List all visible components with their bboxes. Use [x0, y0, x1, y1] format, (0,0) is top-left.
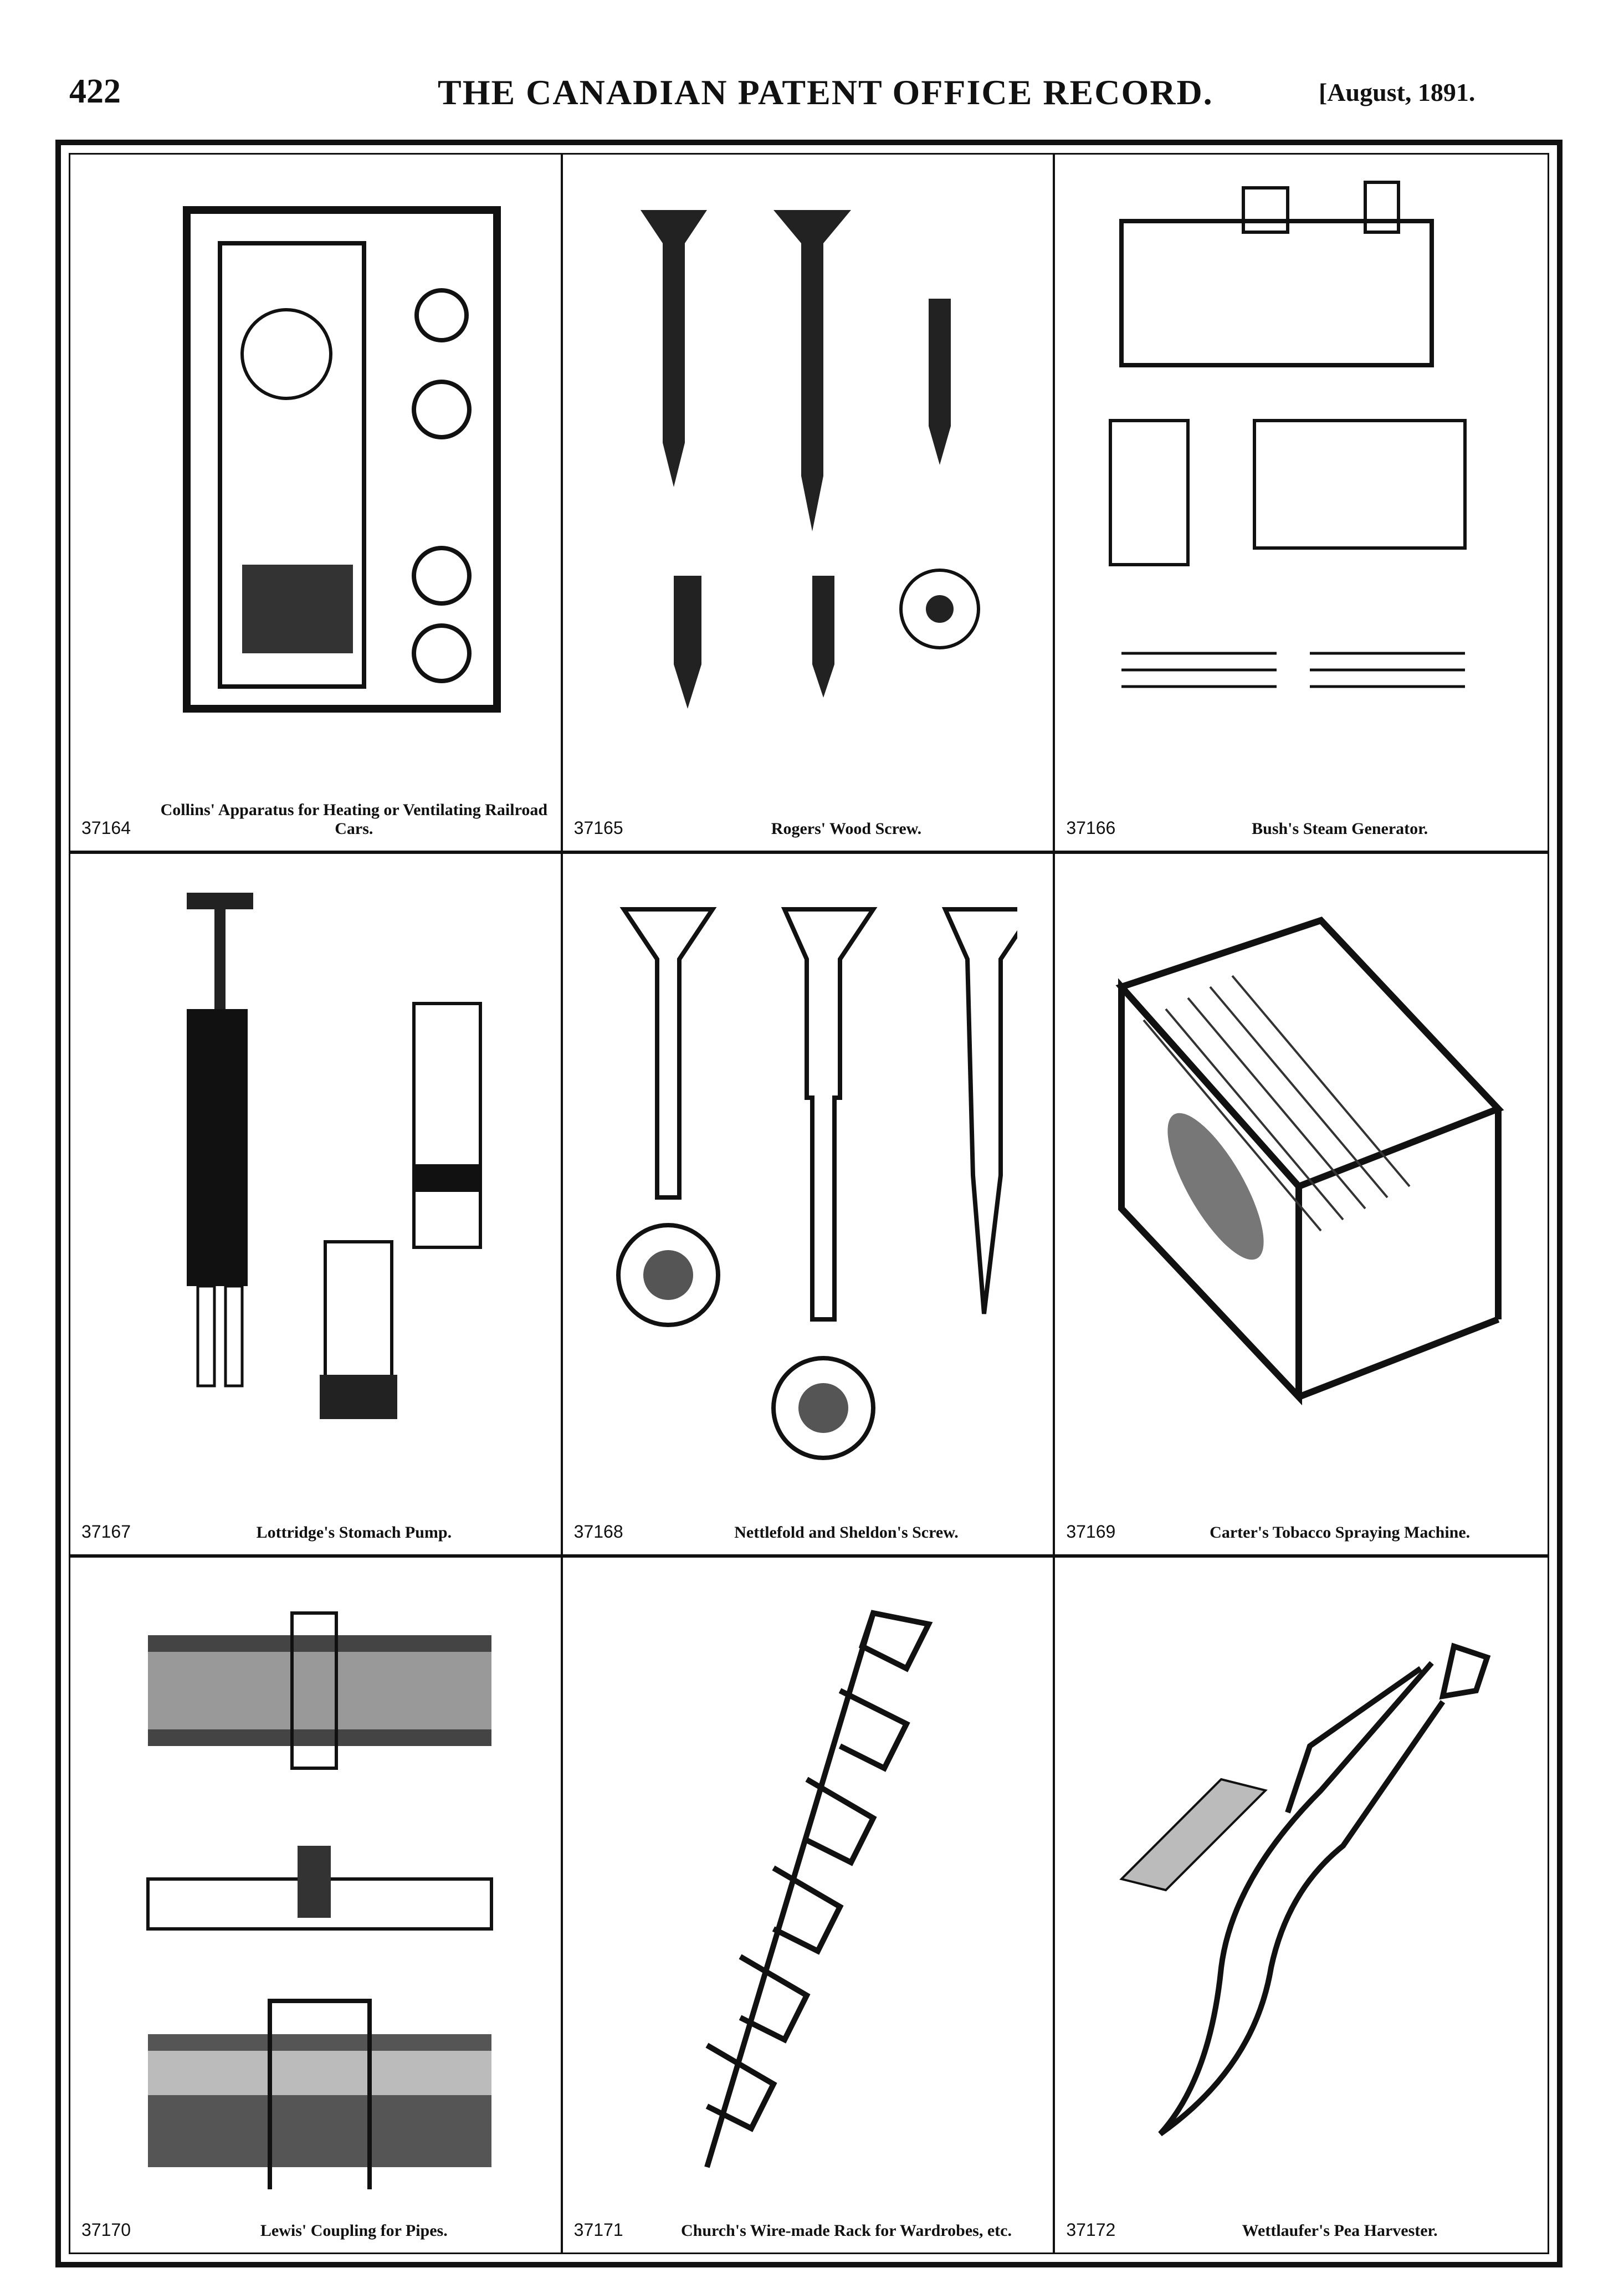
- patent-number: 37168: [573, 1522, 623, 1542]
- pea-harvester-drawing: [1119, 1642, 1491, 2137]
- patent-title: Lewis' Coupling for Pipes.: [260, 2221, 448, 2240]
- patent-number: 37170: [81, 2220, 131, 2240]
- patent-number: 37172: [1066, 2220, 1116, 2240]
- page-number: 422: [69, 73, 121, 110]
- pipe-coupling-drawing: [146, 1611, 493, 2189]
- patent-cell: 37169 Carter's Tobacco Spraying Machine.: [1055, 854, 1548, 1558]
- patent-cell: 37170 Lewis' Coupling for Pipes.: [70, 1558, 563, 2252]
- patent-cell: 37165 Rogers' Wood Screw.: [562, 155, 1056, 854]
- patent-cell: 37166 Bush's Steam Generator.: [1055, 155, 1548, 854]
- patent-title: Nettlefold and Sheldon's Screw.: [734, 1523, 959, 1542]
- tobacco-spraying-machine-drawing: [1115, 917, 1504, 1406]
- patent-title: Collins' Apparatus for Heating or Ventil…: [160, 801, 548, 838]
- wood-screw-drawing: [640, 210, 980, 709]
- patent-title: Lottridge's Stomach Pump.: [256, 1523, 452, 1542]
- railroad-car-heater-drawing: [183, 206, 501, 713]
- patent-number: 37164: [81, 818, 131, 838]
- patent-number: 37167: [81, 1522, 131, 1542]
- patent-number: 37166: [1066, 818, 1116, 838]
- patent-title: Bush's Steam Generator.: [1252, 820, 1428, 838]
- patent-number: 37169: [1066, 1522, 1116, 1542]
- patent-cell: 37172 Wettlaufer's Pea Harvester.: [1055, 1558, 1548, 2252]
- issue-date: [August, 1891.: [1319, 78, 1476, 106]
- wire-rack-drawing: [704, 1610, 933, 2168]
- patent-title: Church's Wire-made Rack for Wardrobes, e…: [681, 2221, 1012, 2240]
- illustration-frame: 37164 Collins' Apparatus for Heating or V…: [55, 140, 1562, 2267]
- patent-title: Rogers' Wood Screw.: [771, 820, 922, 838]
- patent-cell: 37168 Nettlefold and Sheldon's Screw.: [562, 854, 1056, 1558]
- patent-cell: 37167 Lottridge's Stomach Pump.: [70, 854, 563, 1558]
- page-title: THE CANADIAN PATENT OFFICE RECORD.: [438, 73, 1213, 112]
- patent-title: Carter's Tobacco Spraying Machine.: [1210, 1523, 1471, 1542]
- steam-generator-drawing: [1109, 181, 1467, 688]
- patent-cell: 37171 Church's Wire-made Rack for Wardrob…: [563, 1558, 1056, 2252]
- stomach-pump-drawing: [187, 893, 482, 1419]
- patent-title: Wettlaufer's Pea Harvester.: [1242, 2221, 1438, 2240]
- patent-number: 37171: [573, 2220, 623, 2240]
- patent-cell: 37164 Collins' Apparatus for Heating or V…: [70, 155, 563, 854]
- patent-number: 37165: [573, 818, 623, 838]
- screw-drawing: [616, 907, 1017, 1460]
